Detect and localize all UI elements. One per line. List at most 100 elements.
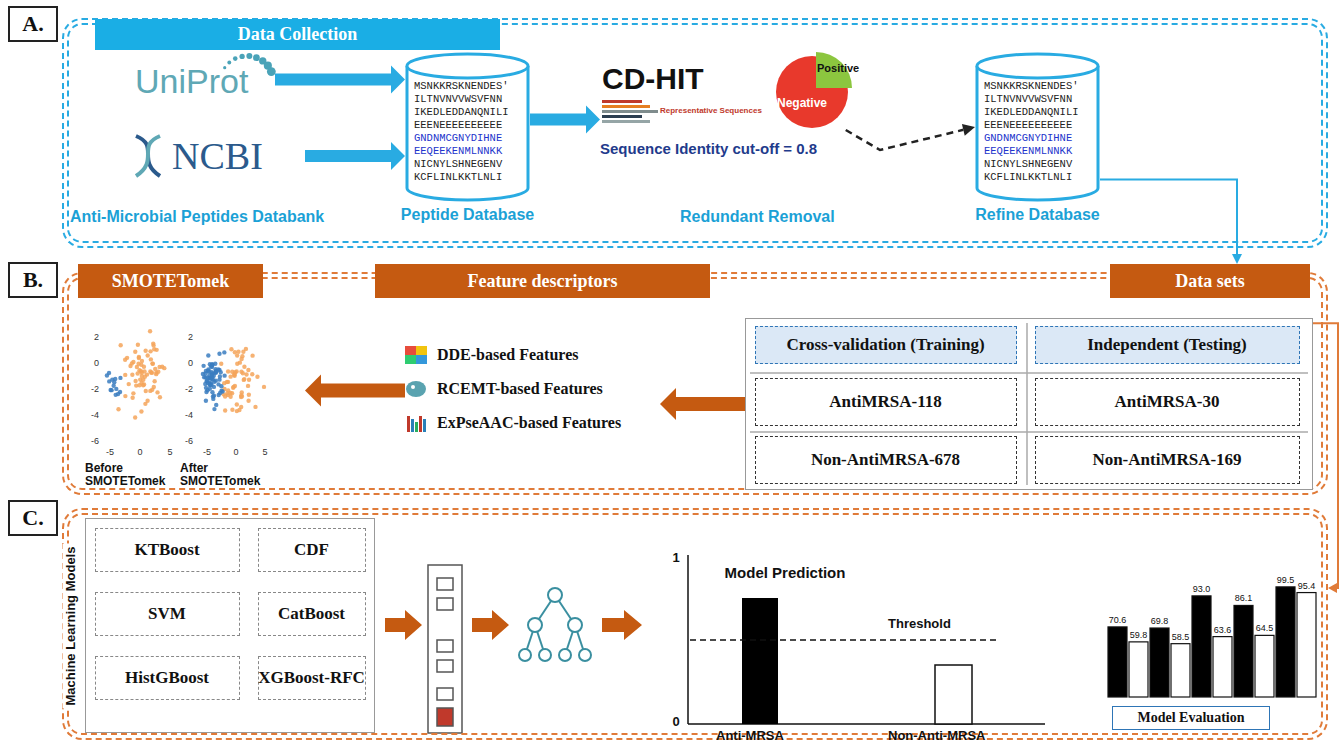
- scatter-point: [242, 378, 246, 382]
- scatter-point: [145, 399, 149, 403]
- sequence-lines: MSNKKRSKNENDES'ILTNVNVVWSVFNNIKEDLEDDANQ…: [414, 80, 509, 184]
- diagram-label: -2: [91, 384, 99, 394]
- sequence-line: EEENEEEEEEEEEE: [414, 119, 509, 132]
- diagram-label: 93.0: [1193, 584, 1211, 594]
- diagram-label: 70.6: [1109, 615, 1127, 625]
- sequence-line: EEENEEEEEEEEEE: [984, 119, 1079, 132]
- box-label: A.: [22, 11, 43, 37]
- scatter-point: [247, 378, 251, 382]
- scatter-point: [232, 373, 236, 377]
- connector-line: [1313, 323, 1338, 588]
- scatter-point: [250, 372, 254, 376]
- arrow-head: [660, 388, 676, 420]
- diagram-label: 2: [188, 332, 193, 342]
- sequence-line: ILTNVNVVWSVFNN: [414, 93, 509, 106]
- box-label: CatBoost: [278, 604, 345, 624]
- evaluation-bar: [1234, 605, 1253, 697]
- scatter-point: [235, 362, 239, 366]
- scatter-point: [239, 395, 243, 399]
- panel-letter: B.: [8, 262, 58, 298]
- connector-line: [321, 384, 405, 398]
- class-pie: PositiveNegative: [765, 50, 860, 130]
- scatter-point: [118, 343, 122, 347]
- scatter-point: [141, 383, 145, 387]
- scatter-point: [144, 389, 148, 393]
- connector-line: [305, 150, 391, 162]
- box-label: HistGBoost: [125, 668, 209, 688]
- block-arrow: [602, 610, 642, 640]
- diagram-label: 86.1: [1235, 593, 1253, 603]
- vector-outline: [428, 565, 462, 733]
- diagram-label: Sequence Identity cut-off = 0.8: [600, 140, 817, 157]
- scatter-point: [150, 361, 154, 365]
- panel-letter: C.: [8, 500, 58, 536]
- diagram-label: Non-Anti-MRSA: [888, 728, 985, 743]
- icon-cell: [416, 346, 427, 355]
- arrow-head: [305, 375, 321, 407]
- model-box: CDF: [258, 528, 366, 572]
- scatter-point: [244, 347, 248, 351]
- scatter-point: [226, 380, 230, 384]
- connector-line: [530, 114, 586, 126]
- plot-caption: After SMOTETomek: [180, 462, 272, 488]
- logo-text: UniProt: [135, 62, 248, 101]
- scatter-point: [255, 375, 259, 379]
- connector: [321, 390, 405, 391]
- chart-axis: [687, 555, 689, 724]
- icon-bar: [423, 419, 426, 432]
- scatter-point: [232, 374, 236, 378]
- diagram-label: -6: [91, 436, 99, 446]
- scatter-point: [206, 353, 210, 357]
- scatter-point: [153, 367, 157, 371]
- cylinder-body: [977, 66, 1098, 200]
- scatter-point: [143, 349, 147, 353]
- evaluation-bar: [1297, 593, 1316, 697]
- scatter-point: [219, 370, 223, 374]
- scatter-point: [211, 394, 215, 398]
- icon-bar: [415, 422, 418, 432]
- feature-name: RCEMT-based Features: [437, 380, 603, 398]
- sequence-line: IKEDLEDDANQNILI: [984, 106, 1079, 119]
- box-label: Data sets: [1175, 271, 1245, 292]
- plot-caption: Before SMOTETomek: [85, 462, 177, 488]
- connector-line: [676, 397, 745, 411]
- diagram-label: 1: [672, 550, 679, 565]
- evaluation-bar: [1276, 587, 1295, 697]
- sequence-line: MSNKKRSKNENDES': [414, 80, 509, 93]
- connector-line: [846, 130, 964, 150]
- scatter-point: [142, 382, 146, 386]
- chart-title: Model Prediction: [700, 560, 870, 584]
- scatter-point: [212, 385, 216, 389]
- helix-strand: [136, 136, 160, 176]
- scatter-point: [157, 365, 161, 369]
- icon-bar: [411, 419, 414, 432]
- scatter-point: [210, 362, 214, 366]
- scatter-point: [134, 383, 138, 387]
- evaluation-box: Model Evaluation: [1112, 706, 1270, 730]
- box-label: Model Evaluation: [1138, 710, 1245, 726]
- block-arrow: [385, 610, 422, 640]
- vertical-heading: Machine Learning Models: [63, 543, 78, 708]
- scatter-point: [105, 373, 109, 377]
- scatter-point: [131, 391, 135, 395]
- scatter-point: [214, 403, 218, 407]
- threshold-line: [690, 639, 1000, 641]
- scatter-point: [226, 369, 230, 373]
- vector-cell: [437, 578, 453, 590]
- box-label: Model Prediction: [725, 564, 846, 581]
- sequence-line: KCFLINLKKTLNLI: [984, 171, 1079, 184]
- diagram-label: 58.5: [1172, 632, 1190, 642]
- diagram-label: 0: [672, 714, 679, 729]
- logo-dot: [253, 54, 260, 61]
- scatter-point: [242, 365, 246, 369]
- diagram-label: 95.4: [1298, 581, 1316, 591]
- box-label: C.: [22, 505, 43, 531]
- diagram-label: 5: [167, 447, 172, 457]
- scatter-point: [123, 358, 127, 362]
- scatter-point: [262, 385, 266, 389]
- evaluation-bar: [1192, 596, 1211, 697]
- scatter-point: [246, 384, 250, 388]
- scatter-point: [148, 329, 152, 333]
- scatter-point: [136, 343, 140, 347]
- scatter-point: [133, 379, 137, 383]
